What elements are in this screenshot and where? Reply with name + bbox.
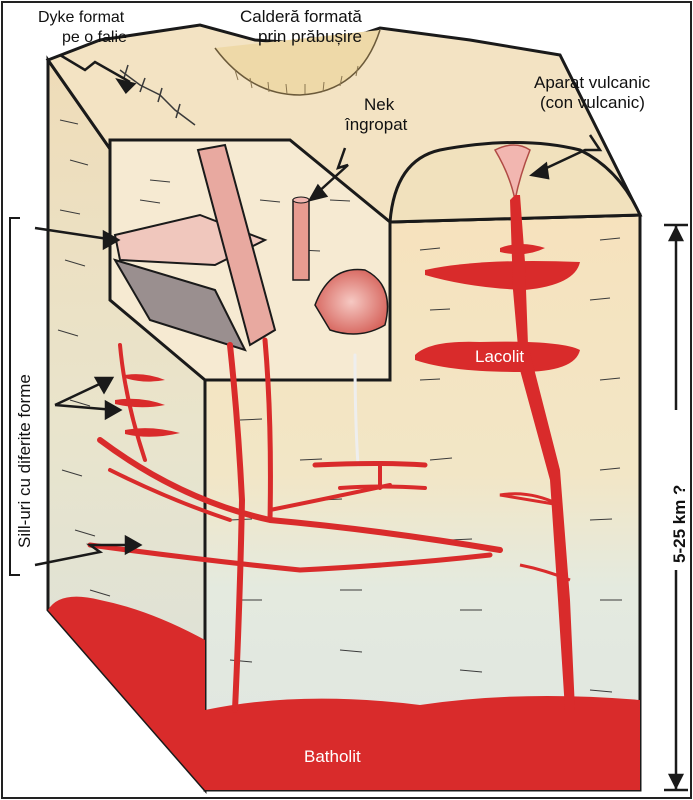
label-batholit: Batholit	[304, 747, 361, 766]
nek-top	[293, 197, 309, 203]
label-caldera-line1: Calderă formată	[240, 7, 362, 26]
label-aparat-line2: (con vulcanic)	[540, 93, 645, 112]
label-nek-line2: îngropat	[344, 115, 408, 134]
label-dyke-line2: pe o falie	[62, 29, 127, 46]
label-depth: 5-25 km ?	[670, 485, 689, 563]
label-nek-line1: Nek	[364, 95, 395, 114]
label-lacolit: Lacolit	[475, 347, 524, 366]
nek-plug	[293, 200, 309, 280]
batholith	[205, 696, 640, 790]
label-caldera-line2: prin prăbușire	[258, 27, 362, 46]
label-sills: Sill-uri cu diferite forme	[15, 374, 34, 548]
label-aparat-line1: Aparat vulcanic	[534, 73, 651, 92]
label-dyke-line1: Dyke format	[38, 9, 125, 26]
